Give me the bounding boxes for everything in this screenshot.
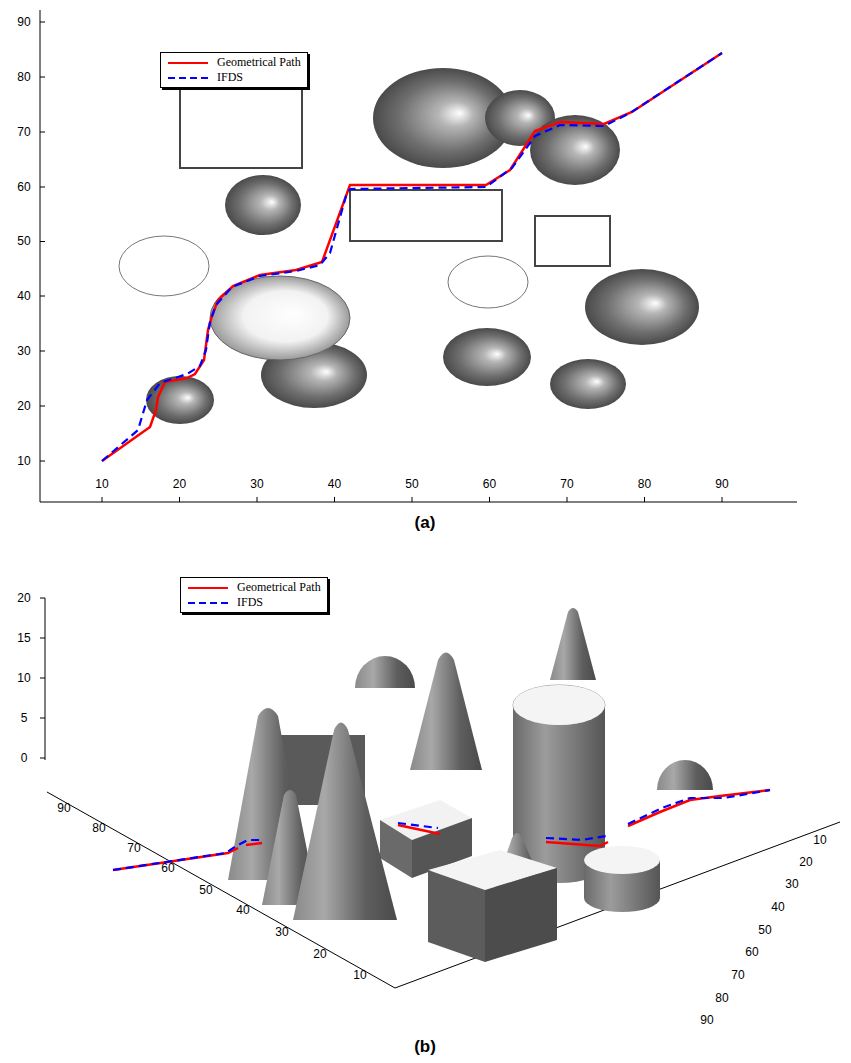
z-tick-label: 5 [21,712,28,724]
x-tick-label: 60 [483,478,496,490]
legend-text: IFDS [237,595,263,610]
legend-text: Geometrical Path [217,55,301,70]
legend-row: IFDS [165,70,301,85]
y-tick-label: 60 [17,181,30,193]
legend-sample [185,583,231,593]
axis-tick-label: 10 [813,834,826,846]
axis-tick-label: 10 [353,969,366,981]
z-tick-label: 0 [21,752,28,764]
axis-tick-label: 70 [127,842,140,854]
axis-tick-label: 90 [700,1014,713,1026]
z-tick-label: 20 [17,592,30,604]
axis-tick-label: 60 [161,862,174,874]
axis-tick-label: 20 [799,856,812,868]
x-tick-label: 50 [405,478,418,490]
x-tick-label: 40 [328,478,341,490]
y-tick-label: 40 [17,290,30,302]
legend-text: Geometrical Path [237,580,321,595]
z-tick-label: 10 [17,672,30,684]
axis-tick-label: 70 [731,969,744,981]
y-tick-label: 20 [17,400,30,412]
y-tick-label: 10 [17,455,30,467]
y-tick-label: 50 [17,235,30,247]
z-tick-label: 15 [17,632,30,644]
axis-tick-label: 80 [92,822,105,834]
legend-row: IFDS [185,595,321,610]
axis-tick-label: 40 [236,904,249,916]
y-tick-label: 30 [17,345,30,357]
x-tick-label: 70 [560,478,573,490]
axis-tick-label: 20 [313,948,326,960]
axis-tick-label: 40 [771,901,784,913]
legend-sample [165,73,211,83]
axis-tick-label: 90 [57,802,70,814]
subfigure-label: (a) [415,514,436,531]
legend-box: Geometrical PathIFDS [180,577,328,613]
x-tick-label: 30 [250,478,263,490]
x-tick-label: 10 [95,478,108,490]
y-tick-label: 80 [17,71,30,83]
legend-row: Geometrical Path [165,55,301,70]
x-tick-label: 90 [715,478,728,490]
axis-tick-label: 50 [199,884,212,896]
y-tick-label: 70 [17,126,30,138]
axis-tick-label: 80 [715,992,728,1004]
legend-row: Geometrical Path [185,580,321,595]
axis-tick-label: 30 [275,926,288,938]
axis-tick-label: 30 [785,878,798,890]
x-tick-label: 20 [173,478,186,490]
legend-text: IFDS [217,70,243,85]
axis-tick-label: 60 [745,946,758,958]
axis-tick-label: 50 [758,924,771,936]
subfigure-label: (b) [414,1038,436,1055]
x-tick-label: 80 [638,478,651,490]
legend-box: Geometrical PathIFDS [160,52,308,88]
y-tick-label: 90 [17,16,30,28]
legend-sample [185,598,231,608]
legend-sample [165,58,211,68]
